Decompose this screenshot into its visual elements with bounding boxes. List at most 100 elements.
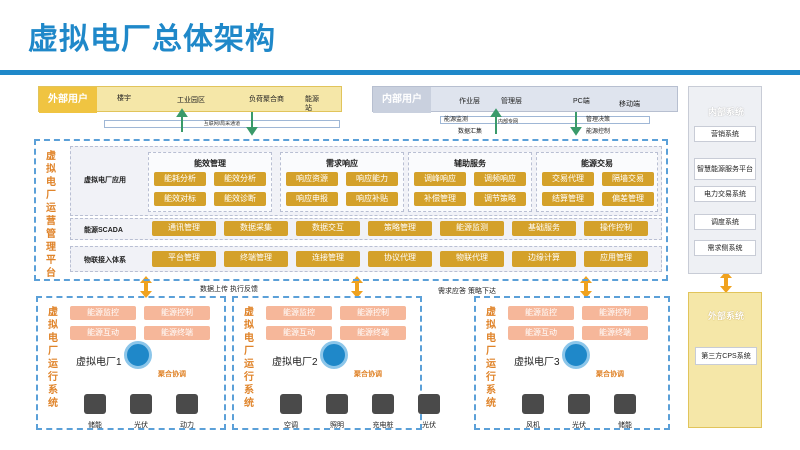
external-users-label: 外部用户: [39, 87, 97, 113]
group-2-item-0[interactable]: 调峰响应: [414, 172, 466, 186]
plant-0-func-3[interactable]: 能源终端: [144, 326, 210, 340]
int-private-network: 内部专网: [498, 119, 519, 125]
group-title-0: 能效管理: [194, 159, 226, 168]
plant-2-func-2[interactable]: 能源互动: [508, 326, 574, 340]
scada-item-0[interactable]: 通讯管理: [152, 221, 216, 236]
flow-up-text: 数据上传 执行反馈: [200, 286, 258, 293]
ext-user-building: 楼宇: [117, 95, 131, 102]
plant-1-func-1[interactable]: 能源控制: [340, 306, 406, 320]
plant-coop-1: 聚合协调: [354, 371, 382, 378]
plant-name-0: 虚拟电厂1: [76, 357, 122, 368]
plant-1-equip-icon-3: [418, 394, 440, 414]
group-3-item-2[interactable]: 结算管理: [542, 192, 594, 206]
plant-2-func-3[interactable]: 能源终端: [582, 326, 648, 340]
plant-2-equip-icon-0: [522, 394, 544, 414]
scada-item-5[interactable]: 基础服务: [512, 221, 576, 236]
plant-1-func-0[interactable]: 能源监控: [266, 306, 332, 320]
plant-1-equip-3: 光伏: [422, 422, 436, 429]
plant-2-func-0[interactable]: 能源监控: [508, 306, 574, 320]
iot-item-1[interactable]: 终端管理: [224, 251, 288, 267]
group-0-item-0[interactable]: 能耗分析: [154, 172, 206, 186]
group-0-item-3[interactable]: 能效诊断: [214, 192, 266, 206]
iot-item-6[interactable]: 应用管理: [584, 251, 648, 267]
plant-1-equip-0: 空调: [284, 422, 298, 429]
plant-2-equip-1: 光伏: [572, 422, 586, 429]
ext-user-energy-station: 能源站: [305, 96, 319, 112]
run-label-2: 虚拟电厂运行系统: [486, 307, 496, 409]
internet-channel-bar: 互联网/局采通道: [104, 120, 340, 128]
internal-system-3: 调度系统: [694, 214, 756, 230]
plant-0-equip-2: 动力: [180, 422, 194, 429]
internal-systems-label: 内部系统: [707, 107, 744, 117]
plant-1-equip-icon-1: [326, 394, 348, 414]
plant-coop-0: 聚合协调: [158, 371, 186, 378]
group-0-item-2[interactable]: 能效对标: [154, 192, 206, 206]
plant-frame-1: [232, 296, 422, 430]
iot-item-3[interactable]: 协议代理: [368, 251, 432, 267]
int-management-decision: 管理决策: [586, 117, 611, 123]
flow-down-text: 需求应答 策略下达: [438, 288, 496, 295]
plant-hub-icon-0: [124, 341, 152, 369]
ext-system-cps: 第三方CPS系统: [695, 347, 757, 365]
plant-0-equip-icon-1: [130, 394, 152, 414]
group-3-item-0[interactable]: 交易代理: [542, 172, 594, 186]
internal-system-1: 智慧能源服务平台: [694, 158, 756, 180]
plant-1-func-3[interactable]: 能源终端: [340, 326, 406, 340]
group-3-item-1[interactable]: 隔墙交易: [602, 172, 654, 186]
external-systems-label: 外部系统: [707, 311, 744, 321]
plant-name-2: 虚拟电厂3: [514, 357, 560, 368]
group-1-item-3[interactable]: 响应补贴: [346, 192, 398, 206]
group-2-item-1[interactable]: 调频响应: [474, 172, 526, 186]
int-user-management: 管理层: [501, 98, 522, 105]
run-label-0: 虚拟电厂运行系统: [48, 307, 58, 409]
internal-network-bar: [440, 116, 650, 124]
int-user-operation: 作业层: [459, 98, 480, 105]
int-energy-monitor: 能源监测: [444, 117, 469, 123]
iot-item-0[interactable]: 平台管理: [152, 251, 216, 267]
group-3-item-3[interactable]: 偏差管理: [602, 192, 654, 206]
group-1-item-0[interactable]: 响应资源: [286, 172, 338, 186]
group-2-item-2[interactable]: 补偿管理: [414, 192, 466, 206]
plant-0-equip-1: 光伏: [134, 422, 148, 429]
plant-hub-icon-2: [562, 341, 590, 369]
scada-item-2[interactable]: 数据交互: [296, 221, 360, 236]
internal-system-4: 需求侧系统: [694, 240, 756, 256]
group-title-3: 能源交易: [581, 159, 613, 168]
plant-frame-2: [474, 296, 670, 430]
scada-item-4[interactable]: 能源监测: [440, 221, 504, 236]
scada-item-1[interactable]: 数据采集: [224, 221, 288, 236]
plant-0-func-2[interactable]: 能源互动: [70, 326, 136, 340]
int-energy-control: 能源控制: [586, 129, 611, 135]
internal-system-0: 营销系统: [694, 126, 756, 142]
ext-user-industrial-park: 工业园区: [177, 97, 205, 104]
internal-users-label: 内部用户: [373, 87, 431, 113]
scada-item-6[interactable]: 操作控制: [584, 221, 648, 236]
ext-user-load-aggregator: 负荷聚合商: [249, 96, 284, 103]
group-1-item-1[interactable]: 响应能力: [346, 172, 398, 186]
group-0-item-1[interactable]: 能效分析: [214, 172, 266, 186]
external-systems-box: 外部系统 第三方CPS系统: [688, 292, 762, 428]
plant-1-func-2[interactable]: 能源互动: [266, 326, 332, 340]
plant-1-equip-icon-0: [280, 394, 302, 414]
title-divider: [0, 70, 800, 75]
plant-0-func-0[interactable]: 能源监控: [70, 306, 136, 320]
group-2-item-3[interactable]: 调节策略: [474, 192, 526, 206]
plant-1-equip-1: 照明: [330, 422, 344, 429]
scada-item-3[interactable]: 策略管理: [368, 221, 432, 236]
plant-0-equip-0: 储能: [88, 422, 102, 429]
int-user-mobile: 移动端: [619, 101, 640, 108]
iot-item-5[interactable]: 边缘计算: [512, 251, 576, 267]
iot-item-4[interactable]: 物联代理: [440, 251, 504, 267]
page-title: 虚拟电厂总体架构: [28, 23, 276, 56]
int-data-collection: 数据汇集: [458, 129, 483, 135]
plant-0-func-1[interactable]: 能源控制: [144, 306, 210, 320]
iot-item-2[interactable]: 连接管理: [296, 251, 360, 267]
int-user-pc: PC端: [573, 98, 590, 105]
app-row-label: 虚拟电厂应用: [84, 177, 126, 184]
plant-hub-icon-1: [320, 341, 348, 369]
plant-name-1: 虚拟电厂2: [272, 357, 318, 368]
plant-2-func-1[interactable]: 能源控制: [582, 306, 648, 320]
plant-0-equip-icon-0: [84, 394, 106, 414]
group-1-item-2[interactable]: 响应申报: [286, 192, 338, 206]
